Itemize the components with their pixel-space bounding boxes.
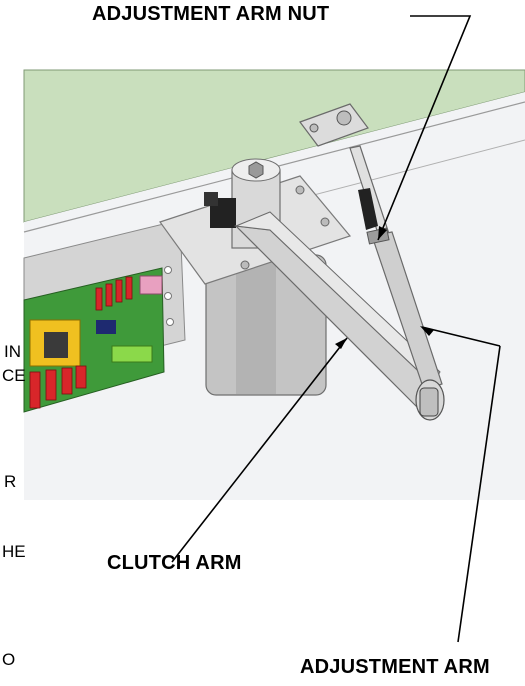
top-bracket bbox=[299, 103, 369, 147]
cropped-text-fragment: R bbox=[4, 472, 17, 491]
cropped-text-fragment: IN bbox=[4, 342, 21, 361]
top-bracket-screw bbox=[336, 110, 352, 126]
plate-hole bbox=[164, 266, 172, 274]
arrow-adjustment-arm-nut bbox=[378, 226, 387, 240]
red-connectors bbox=[29, 276, 133, 409]
shaft-hex bbox=[248, 161, 264, 179]
ic-chip bbox=[96, 320, 116, 334]
plate-hole-2 bbox=[164, 292, 172, 300]
leader-adjustment-arm bbox=[457, 345, 501, 643]
black-clamp-2 bbox=[204, 192, 218, 206]
green-door-panel bbox=[23, 69, 525, 223]
motor-shadow bbox=[236, 262, 276, 394]
connector-green bbox=[111, 345, 153, 363]
rubber-boot bbox=[358, 188, 378, 230]
top-bracket-screw-2 bbox=[309, 123, 319, 133]
cropped-text-fragment: O bbox=[2, 650, 16, 669]
arrow-adjustment-arm bbox=[420, 326, 434, 336]
leader-adjustment-arm-upper bbox=[421, 326, 501, 347]
bracket-hole-3 bbox=[295, 185, 305, 195]
label-adjustment-arm-nut: ADJUSTMENT ARM NUT bbox=[92, 3, 330, 25]
transformer-core bbox=[44, 332, 68, 358]
arrow-clutch-arm bbox=[335, 338, 347, 349]
cropped-text-fragment: HE bbox=[2, 542, 26, 561]
cropped-text-fragment: CE bbox=[2, 366, 26, 385]
label-clutch-arm: CLUTCH ARM bbox=[107, 552, 242, 574]
circuit-board bbox=[23, 267, 165, 413]
leader-adjustment-arm-nut bbox=[377, 15, 472, 241]
leader-clutch-arm bbox=[171, 337, 348, 563]
label-adjustment-arm: ADJUSTMENT ARM bbox=[300, 656, 490, 678]
leader-lines bbox=[171, 15, 501, 643]
leader-arrowheads bbox=[335, 226, 434, 349]
bracket-hole bbox=[240, 260, 250, 270]
bracket-hole-2 bbox=[320, 217, 330, 227]
illustration bbox=[23, 69, 525, 500]
plate-hole-3 bbox=[166, 318, 174, 326]
relay-pink bbox=[139, 275, 163, 295]
elbow-pin bbox=[419, 387, 439, 417]
